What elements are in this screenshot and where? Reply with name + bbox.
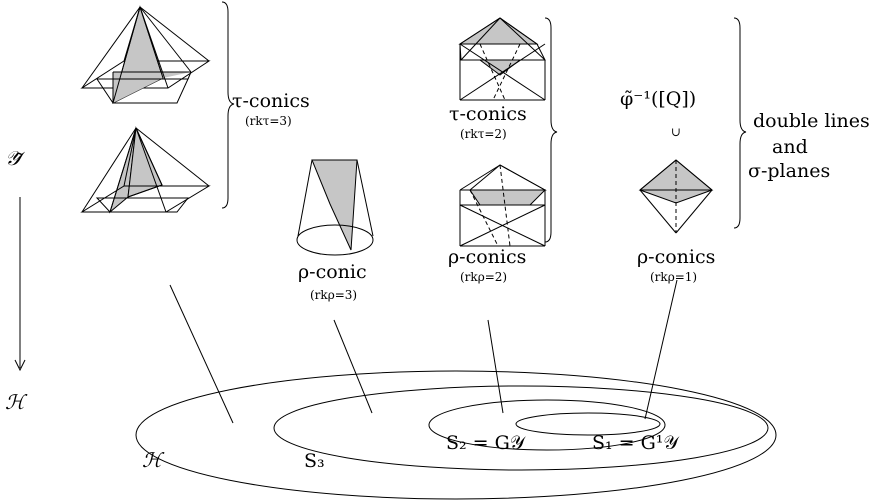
label-rho-conics-rank1: ρ-conics: [637, 246, 716, 268]
ellipse-S3: [273, 385, 769, 471]
label-sigma-planes: σ-planes: [748, 160, 831, 182]
label-double-lines: double lines: [753, 110, 870, 132]
label-region-H: ℋ: [142, 448, 162, 472]
pyramid-tau-rank3-top: [80, 5, 211, 104]
cone-rho-rank3: [296, 159, 374, 256]
brace-column-3: [544, 17, 558, 243]
ellipse-S1: [515, 412, 661, 436]
label-rho-conics-rank2: ρ-conics: [448, 246, 527, 268]
bipyramid-rho-rank2: [459, 164, 547, 247]
connector-H: [169, 284, 234, 424]
brace-double-lines: [733, 17, 747, 229]
label-tau-conics-rank3: τ-conics: [232, 90, 310, 112]
ellipse-S2: [428, 399, 666, 451]
connector-S3: [333, 319, 373, 414]
connector-S1: [644, 279, 678, 420]
label-tau-rank3: (rkτ=3): [245, 114, 292, 128]
label-space-H: ℋ: [5, 390, 25, 414]
pyramid-tau-rank3-bottom: [80, 126, 211, 214]
connector-S2: [487, 319, 504, 414]
label-rho-conic-rank3: ρ-conic: [298, 261, 367, 283]
label-and: and: [772, 136, 808, 158]
label-rho-rank1: (rkρ=1): [650, 270, 698, 284]
label-tau-conics-rank2: τ-conics: [449, 103, 527, 125]
ellipse-H: [135, 370, 777, 500]
label-region-S1: S₁ = G¹𝒴: [592, 432, 679, 454]
label-space-Y-tilde: 𝒴̃: [5, 146, 21, 170]
label-tau-rank2: (rkτ=2): [460, 127, 507, 141]
octahedron-rho-rank1: [638, 159, 714, 234]
label-region-S3: S₃: [304, 450, 325, 472]
label-union: ∪: [671, 125, 682, 139]
label-region-S2: S₂ = G𝒴: [446, 432, 525, 454]
bipyramid-tau-rank2: [458, 17, 546, 101]
label-rho-rank2: (rkρ=2): [460, 270, 508, 284]
projection-arrow: [14, 197, 26, 372]
label-phi-preimage: φ̃⁻¹([Q]): [620, 88, 697, 110]
brace-tau-conics-3: [221, 1, 235, 209]
label-rho-rank3: (rkρ=3): [310, 288, 358, 302]
